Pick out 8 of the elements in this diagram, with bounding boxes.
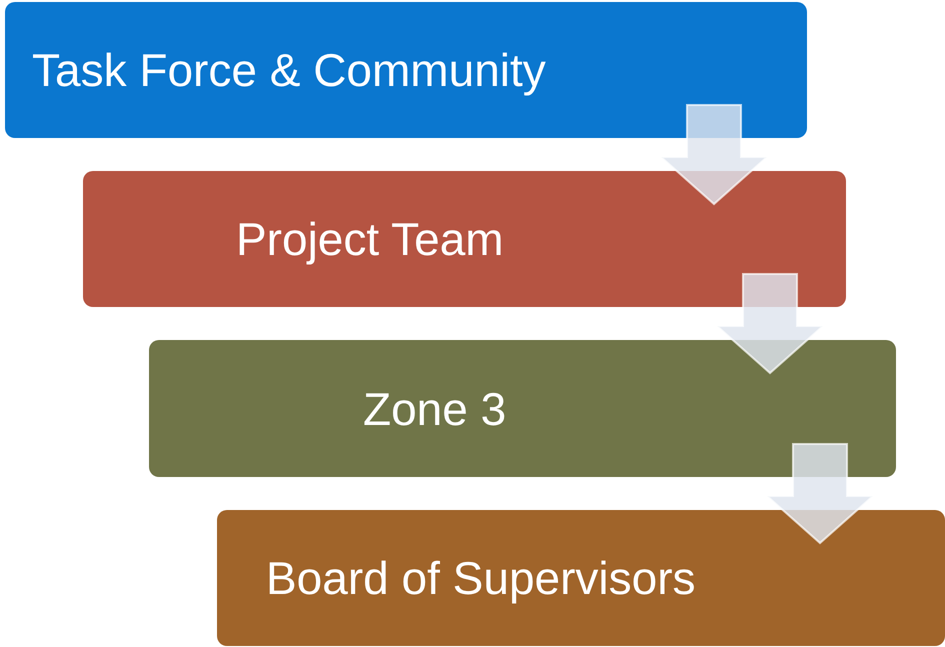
- box-label: Project Team: [236, 212, 504, 266]
- process-box: [5, 2, 807, 138]
- box-label: Zone 3: [363, 382, 506, 436]
- process-box: [83, 171, 846, 307]
- process-box: [217, 510, 945, 646]
- process-box: [149, 340, 896, 477]
- box-label: Task Force & Community: [32, 43, 546, 97]
- box-label: Board of Supervisors: [266, 551, 696, 605]
